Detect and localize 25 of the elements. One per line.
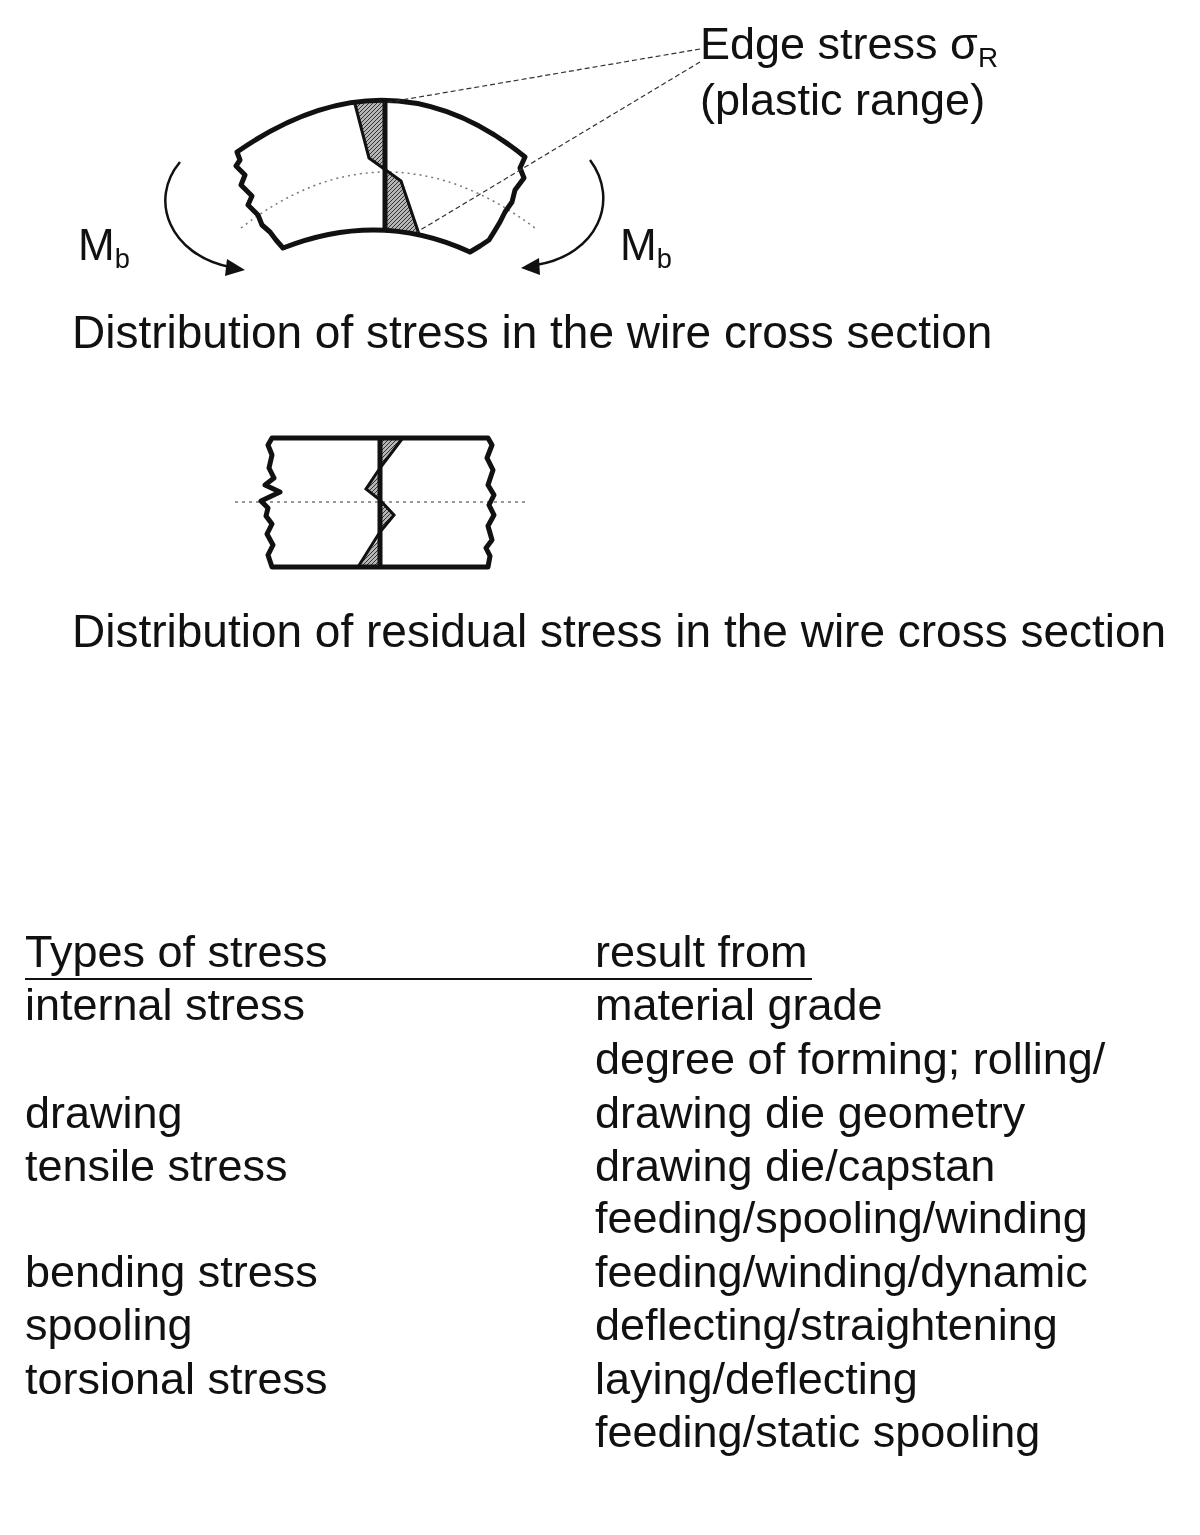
cause-text: laying/deflecting	[595, 1354, 918, 1405]
leader-line	[416, 61, 701, 233]
stress-type-text: tensile stress	[25, 1141, 288, 1192]
cause-text: deflecting/straightening	[595, 1300, 1058, 1351]
cause-text: material grade	[595, 980, 883, 1031]
cause-text: degree of forming; rolling/	[595, 1034, 1106, 1085]
callout-label: Edge stress σ$_{R}$ (plastic range)	[700, 16, 1020, 130]
moment-label: M$_{b}$	[620, 220, 672, 270]
cause-text: feeding/spooling/winding	[595, 1193, 1088, 1244]
figure-caption: Distribution of stress in the wire cross section	[72, 307, 993, 359]
stress-type-text: spooling	[25, 1300, 193, 1351]
cause-text: feeding/static spooling	[595, 1407, 1041, 1458]
stress-type-text: bending stress	[25, 1247, 318, 1298]
stress-type-text: torsional stress	[25, 1354, 328, 1405]
cause-text: drawing die/capstan	[595, 1141, 996, 1192]
column-header: Types of stress	[25, 927, 328, 978]
leader-line	[383, 48, 701, 104]
cause-text: feeding/winding/dynamic	[595, 1247, 1088, 1298]
figure-caption: Distribution of residual stress in the wire cross section	[72, 606, 1167, 658]
cause-text: drawing die geometry	[595, 1088, 1026, 1139]
stress-type-text: internal stress	[25, 980, 306, 1031]
column-header: result from	[595, 927, 808, 978]
moment-label: M$_{b}$	[78, 220, 130, 270]
stress-type-text: drawing	[25, 1088, 183, 1139]
hatched-stress-area	[355, 102, 385, 169]
